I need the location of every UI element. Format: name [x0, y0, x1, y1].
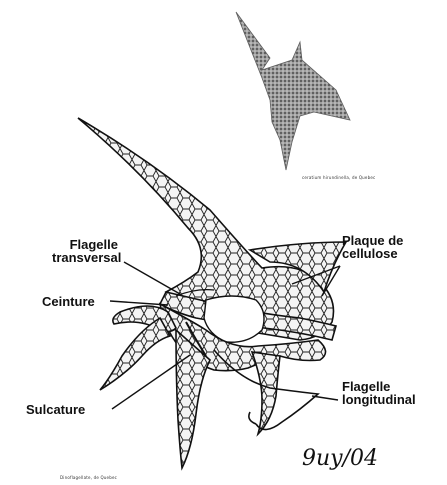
- dinoflagellate-body: [78, 118, 346, 468]
- photo-credit: ceratium hirundinella, de Quebec: [302, 176, 375, 180]
- label-flagelle-transversal-line2: transversal: [52, 251, 118, 264]
- label-flagelle-transversal: Flagelle transversal: [52, 238, 118, 264]
- drawing-credit: Dinoflagellate, de Quebec: [60, 476, 117, 480]
- label-flagelle-longitudinal-line2: longitudinal: [342, 393, 416, 406]
- label-plaque-de-cellulose: Plaque de cellulose: [342, 234, 403, 260]
- signature: 9uy/04: [302, 446, 378, 471]
- label-plaque-line2: cellulose: [342, 247, 403, 260]
- label-ceinture: Ceinture: [42, 295, 95, 308]
- label-sulcature: Sulcature: [26, 403, 85, 416]
- label-flagelle-longitudinal: Flagelle longitudinal: [342, 380, 416, 406]
- micrograph: [236, 12, 350, 170]
